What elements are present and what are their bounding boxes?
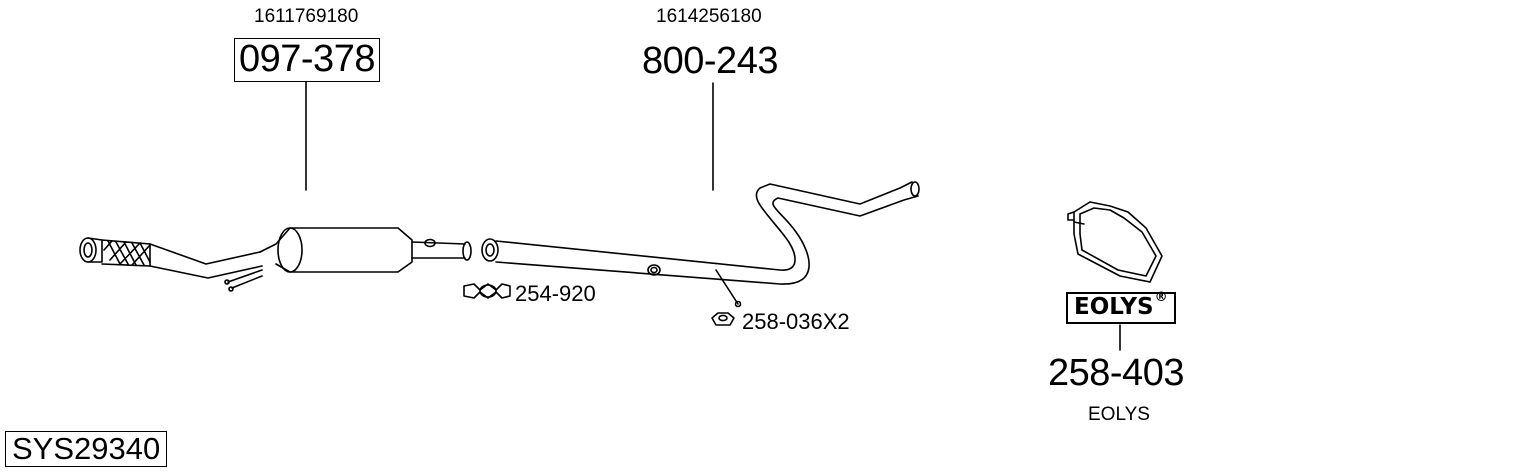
clamp-part-number[interactable]: 254-920 (515, 281, 596, 306)
clamp-icon (463, 283, 511, 299)
additive-caption: EOLYS (1088, 404, 1150, 425)
nut-icon (711, 312, 735, 326)
nut-part-number[interactable]: 258-036X2 (742, 309, 850, 334)
pipe-oem-number: 1614256180 (656, 6, 762, 27)
flex-pipe-icon (101, 239, 151, 267)
catalyst-icon (79, 227, 472, 292)
catalyst-oem-number: 1611769180 (254, 6, 359, 27)
eolys-logo: EOLYS® (1066, 290, 1176, 325)
additive-tank-icon (1067, 201, 1163, 283)
registered-mark: ® (1154, 290, 1168, 306)
pipe-part-number[interactable]: 800-243 (642, 40, 778, 82)
catalyst-part-number[interactable]: 097-378 (234, 38, 380, 82)
system-code: SYS29340 (5, 431, 168, 468)
pipe-icon (481, 181, 920, 308)
eolys-logo-text: EOLYS (1074, 294, 1154, 320)
additive-part-number[interactable]: 258-403 (1048, 352, 1184, 394)
